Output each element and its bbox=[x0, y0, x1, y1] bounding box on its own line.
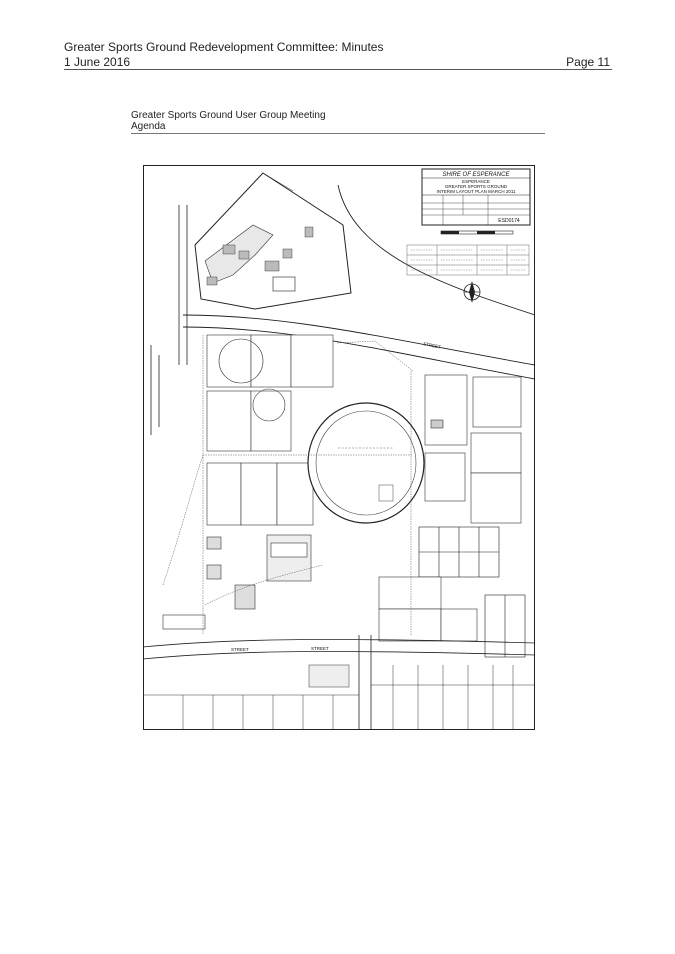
scale-bar bbox=[440, 230, 514, 235]
document-title: Greater Sports Ground Redevelopment Comm… bbox=[64, 40, 384, 54]
pathways bbox=[162, 335, 414, 635]
street-label-top: STREET bbox=[423, 341, 442, 350]
plan-title: INTERIM LAYOUT PLAN MARCH 2011 bbox=[436, 189, 516, 194]
site-plan-drawing: SHIRE OF ESPERANCE ESPERANCE GREATER SPO… bbox=[143, 165, 535, 730]
drawing-number: ESD0174 bbox=[498, 218, 520, 224]
western-road bbox=[150, 205, 188, 435]
right-courts bbox=[424, 374, 522, 524]
southern-fields bbox=[162, 534, 478, 642]
page-number: Page 11 bbox=[566, 55, 610, 69]
street-label-south-east: STREET bbox=[311, 646, 329, 651]
meeting-title: Greater Sports Ground User Group Meeting bbox=[131, 110, 326, 121]
town-name: ESPERANCE bbox=[462, 179, 490, 184]
header-divider bbox=[64, 69, 612, 70]
north-residential-block bbox=[194, 172, 352, 310]
main-oval bbox=[307, 402, 425, 524]
agenda-label: Agenda bbox=[131, 121, 166, 132]
bottom-lots bbox=[143, 664, 535, 730]
subheader-divider bbox=[131, 133, 545, 134]
court-cluster bbox=[418, 526, 526, 658]
top-street-band bbox=[182, 184, 535, 380]
street-label-south-west: STREET bbox=[231, 647, 249, 652]
southern-street bbox=[143, 635, 535, 730]
legend-table bbox=[406, 244, 530, 276]
shire-name: SHIRE OF ESPERANCE bbox=[443, 172, 511, 178]
title-block: SHIRE OF ESPERANCE ESPERANCE GREATER SPO… bbox=[421, 168, 531, 226]
playing-fields bbox=[206, 334, 334, 526]
document-date: 1 June 2016 bbox=[64, 55, 131, 69]
project-name: GREATER SPORTS GROUND bbox=[445, 184, 508, 189]
